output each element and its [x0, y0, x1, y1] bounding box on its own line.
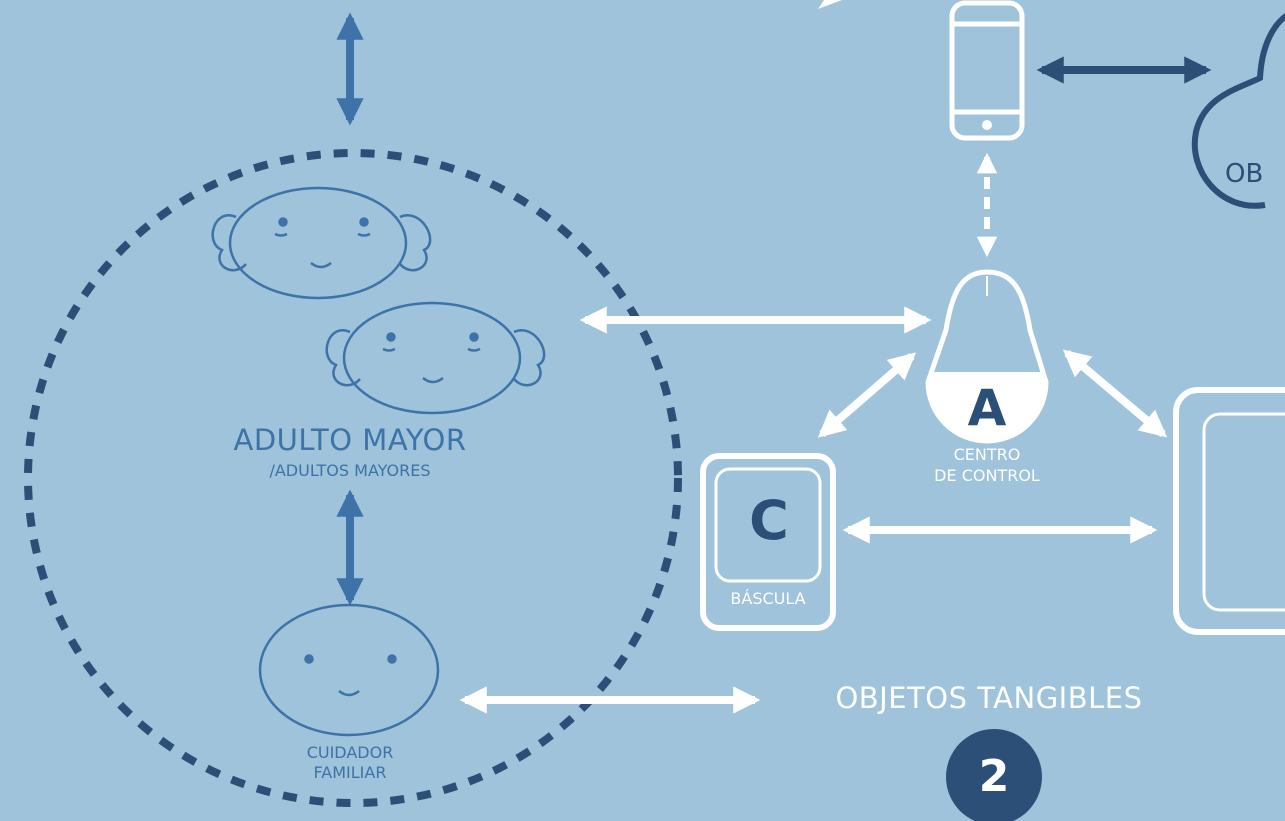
tablet-icon [1173, 387, 1285, 635]
caregiver-label-line2: FAMILIAR [313, 763, 387, 782]
scale-label: BÁSCULA [730, 589, 806, 608]
elderly-face-icon-2 [325, 301, 546, 415]
scale-letter: C [749, 489, 789, 552]
elderly-face-icon [211, 186, 432, 300]
caregiver-label-line1: CUIDADOR [306, 743, 394, 762]
control-to-scale-arrow [817, 352, 917, 438]
control-center-label-line2: DE CONTROL [934, 466, 1040, 485]
control-to-tablet-arrow [1062, 349, 1168, 438]
elderly-group-title: ADULTO MAYOR [233, 423, 467, 457]
scale-icon [700, 453, 836, 631]
elderly-group-circle [24, 149, 682, 807]
partial-arrow-top [818, 0, 842, 9]
section-title: OBJETOS TANGIBLES [835, 681, 1143, 715]
section-number: 2 [978, 751, 1010, 802]
elderly-group-subtitle: /ADULTOS MAYORES [269, 461, 431, 480]
cloud-icon [1191, 13, 1285, 209]
control-center-label-line1: CENTRO [953, 445, 1021, 464]
smartphone-icon [949, 0, 1025, 141]
control-center-letter: A [967, 379, 1007, 437]
caregiver-face-icon [258, 603, 440, 737]
section-number-badge [946, 729, 1042, 821]
cloud-label: OB [1225, 159, 1264, 189]
